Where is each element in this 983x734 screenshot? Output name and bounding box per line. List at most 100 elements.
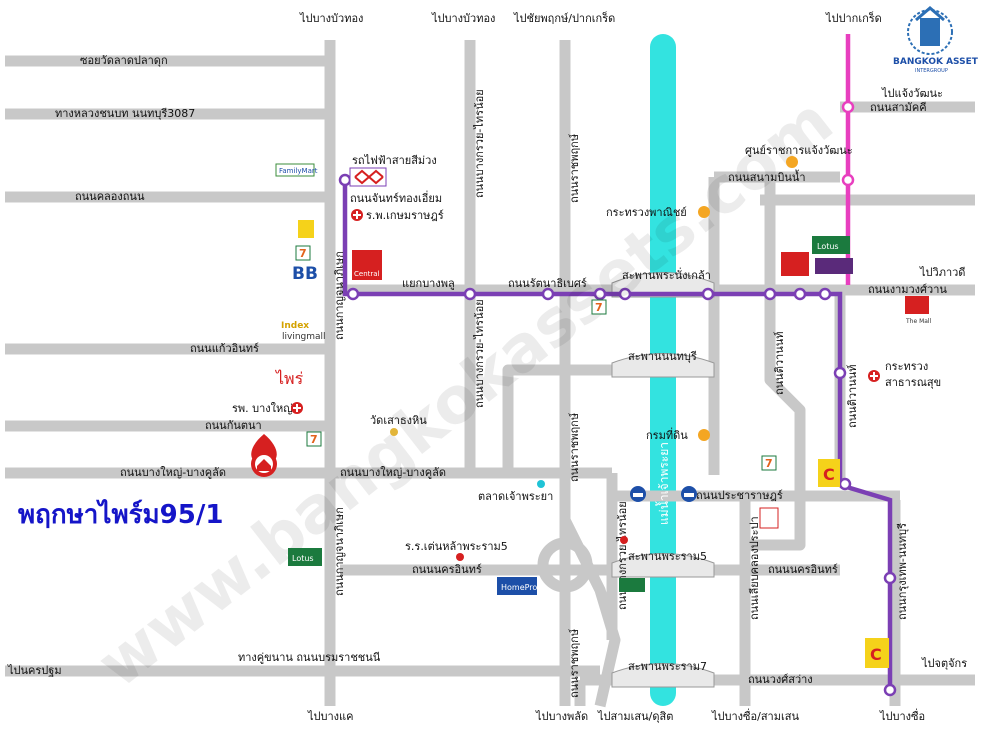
label-to-bangsue-samsen: ไปบางซื่อ/สามเสน [711,708,799,723]
label-kanchanaphisek-1: ถนนกาญจนาภิเษก [333,251,346,340]
logo-sub: INTERGROUP [915,68,948,74]
label-bridge-rama5: สะพานพระราม5 [628,550,707,563]
label-kasemrad: ร.พ.เกษมราษฎร์ [366,209,444,222]
label-to-nakhon-pathom: ไปนครปฐม [7,664,62,677]
svg-text:7: 7 [310,433,318,446]
label-rattanathibet: ถนนรัตนาธิเบศร์ [508,277,587,290]
label-commerce: กระทรวงพาณิชย์ [606,206,687,219]
label-kanchanaphisek-2: ถนนกาญจนาภิเษก [333,507,346,596]
label-kanchana-road: ถนนกันตนา [205,419,262,432]
homepro-text: HomePro [501,583,537,592]
label-to-bang-bua-thong-left: ไปบางบัวทอง [299,12,363,25]
the-mall-text: The Mall [905,318,932,325]
label-to-chatuchak: ไปจตุจักร [921,657,967,670]
lotus-logo-3 [619,578,645,592]
svg-text:7: 7 [765,457,773,470]
central-text-1: Central [354,270,380,278]
stations [338,100,897,697]
logo-name: BANGKOK ASSET [893,57,979,67]
road-network [5,40,975,708]
label-to-bang-bua-thong-mid: ไปบางบัวทอง [431,12,495,25]
familymart-text: FamilyMart [279,167,318,175]
the-mall-logo [905,296,929,314]
big-c-text-1: C [823,465,835,484]
label-bangyai-hospital: รพ. บางใหญ่ [232,402,293,415]
bridge-phra-nang-klao [611,272,715,298]
big-c-logo-1 [818,459,840,487]
bridge-rama7 [611,663,715,688]
label-public-health-1: กระทรวง [885,360,928,373]
label-to-chaiyaphruek: ไปชัยพฤกษ์/ปากเกร็ด [513,11,615,25]
label-to-bang-phlat: ไปบางพลัด [535,710,588,723]
big-c-text-2: C [870,645,882,664]
label-tiwanon: ถนนติวานนท์ [773,332,786,396]
label-wat-sao-thong-hin: วัดเสาธงหิน [370,414,427,427]
label-khlong-thanon: ถนนคลองถนน [75,190,145,203]
bridges [611,272,715,688]
road-labels: ไปบางบัวทอง ไปบางบัวทอง ไปชัยพฤกษ์/ปากเก… [7,11,967,723]
label-river: แม่น้ำเจ้าพระยา [655,442,671,525]
lotus-text-2: Lotus [292,554,314,563]
label-bang-kruai-sai-noi-2: ถนนบางกรวย-ไทรน้อย [473,299,486,408]
label-samakkhi: ถนนสามัคคี [870,101,927,114]
roundabout [537,537,593,593]
label-gov-complex: ศูนย์ราชการแจ้งวัฒนะ [745,144,853,157]
label-ngamwongwan: ถนนงามวงศ์วาน [868,283,947,296]
bridge-labels: สะพานพระนั่งเกล้า สะพานนนทบุรี สะพานพระร… [622,267,711,673]
label-nakhon-in-2: ถนนนครอินทร์ [768,563,838,576]
market-marker [537,480,545,488]
property-name: พฤกษาไพร์ม95/1 [18,498,223,530]
label-tiwanon-right: ถนนติวานนท์ [846,365,859,429]
property-marker [251,434,277,477]
label-kukhanan: ทางคู่ขนาน ถนนบรมราชชนนี [238,651,381,664]
bridge-rama5 [611,553,715,578]
label-purple-line: รถไฟฟ้าสายสีม่วง [352,154,437,167]
cv-logo-text: ไพร่ [274,369,304,388]
label-bridge-phra-nang-klao: สะพานพระนั่งเกล้า [622,267,711,282]
homepro-logo [497,577,537,595]
svg-text:7: 7 [299,247,307,260]
familymart-logo [275,163,315,177]
bb-text: BB [292,264,318,284]
points-of-interest: รถไฟฟ้าสายสีม่วง ร.พ.เกษมราษฎร์ ศูนย์ราช… [232,144,941,668]
svg-text:7: 7 [595,301,603,314]
land-dept-marker [698,429,710,441]
big-c-logo-2 [865,638,889,668]
label-bridge-rama7: สะพานพระราม7 [628,660,707,673]
label-nakhon-in: ถนนนครอินทร์ [412,563,482,576]
lotus-logo-2 [288,548,322,566]
label-chan-thongaiam: ถนนจันทร์ทองเอี่ยม [350,190,442,205]
label-rr-ten: ร.ร.เต่นหล้าพระราม5 [405,540,508,553]
purple-line-track [342,180,893,695]
label-wongsawang: ถนนวงศ์สว่าง [748,673,813,686]
seven-eleven-icon: 7 [295,245,311,261]
label-highway-3087: ทางหลวงชนบท นนทบุรี3087 [55,107,195,120]
label-to-vibhavadi: ไปวิภาวดี [919,266,965,279]
index-text: Index [281,321,309,331]
hospital-icon [351,209,363,221]
label-public-health-2: สาธารณสุข [885,376,941,389]
label-to-bangsue: ไปบางซื่อ [879,708,925,723]
label-land-dept: กรมที่ดิน [646,427,688,442]
label-ratchaphruek-2: ถนนราชพฤกษ์ [568,413,581,482]
pier-icon [681,486,697,502]
central-logo-2 [781,252,809,276]
pier-icon [630,486,646,502]
hospital-icon [291,402,303,414]
label-to-bang-khae: ไปบางแค [307,710,354,723]
big-c-logo-3 [298,220,314,238]
label-bang-kruai-sai-noi-1: ถนนบางกรวย-ไทรน้อย [473,89,486,198]
label-bangyai-bangkulat-2: ถนนบางใหญ่-บางคูลัด [340,466,446,479]
label-sanambinnam: ถนนสนามบินน้ำ [728,169,806,184]
lotus-text-1: Lotus [817,242,839,251]
hospital-icon [868,370,880,382]
label-bridge-nonthaburi: สะพานนนทบุรี [628,350,697,363]
central-logo-1 [352,250,382,280]
label-pracharat: ถนนประชาราษฎร์ [696,489,783,502]
purple-line-logo-mark [354,169,384,185]
label-to-pak-kret: ไปปากเกร็ด [825,11,882,25]
label-bangkok-nonthaburi: ถนนกรุงเทพ-นนทบุรี [896,523,909,620]
label-bangyai-bangkulat: ถนนบางใหญ่-บางคูลัด [120,466,226,479]
label-to-samsen-dusit: ไปสามเสน/ดุสิต [597,710,673,723]
